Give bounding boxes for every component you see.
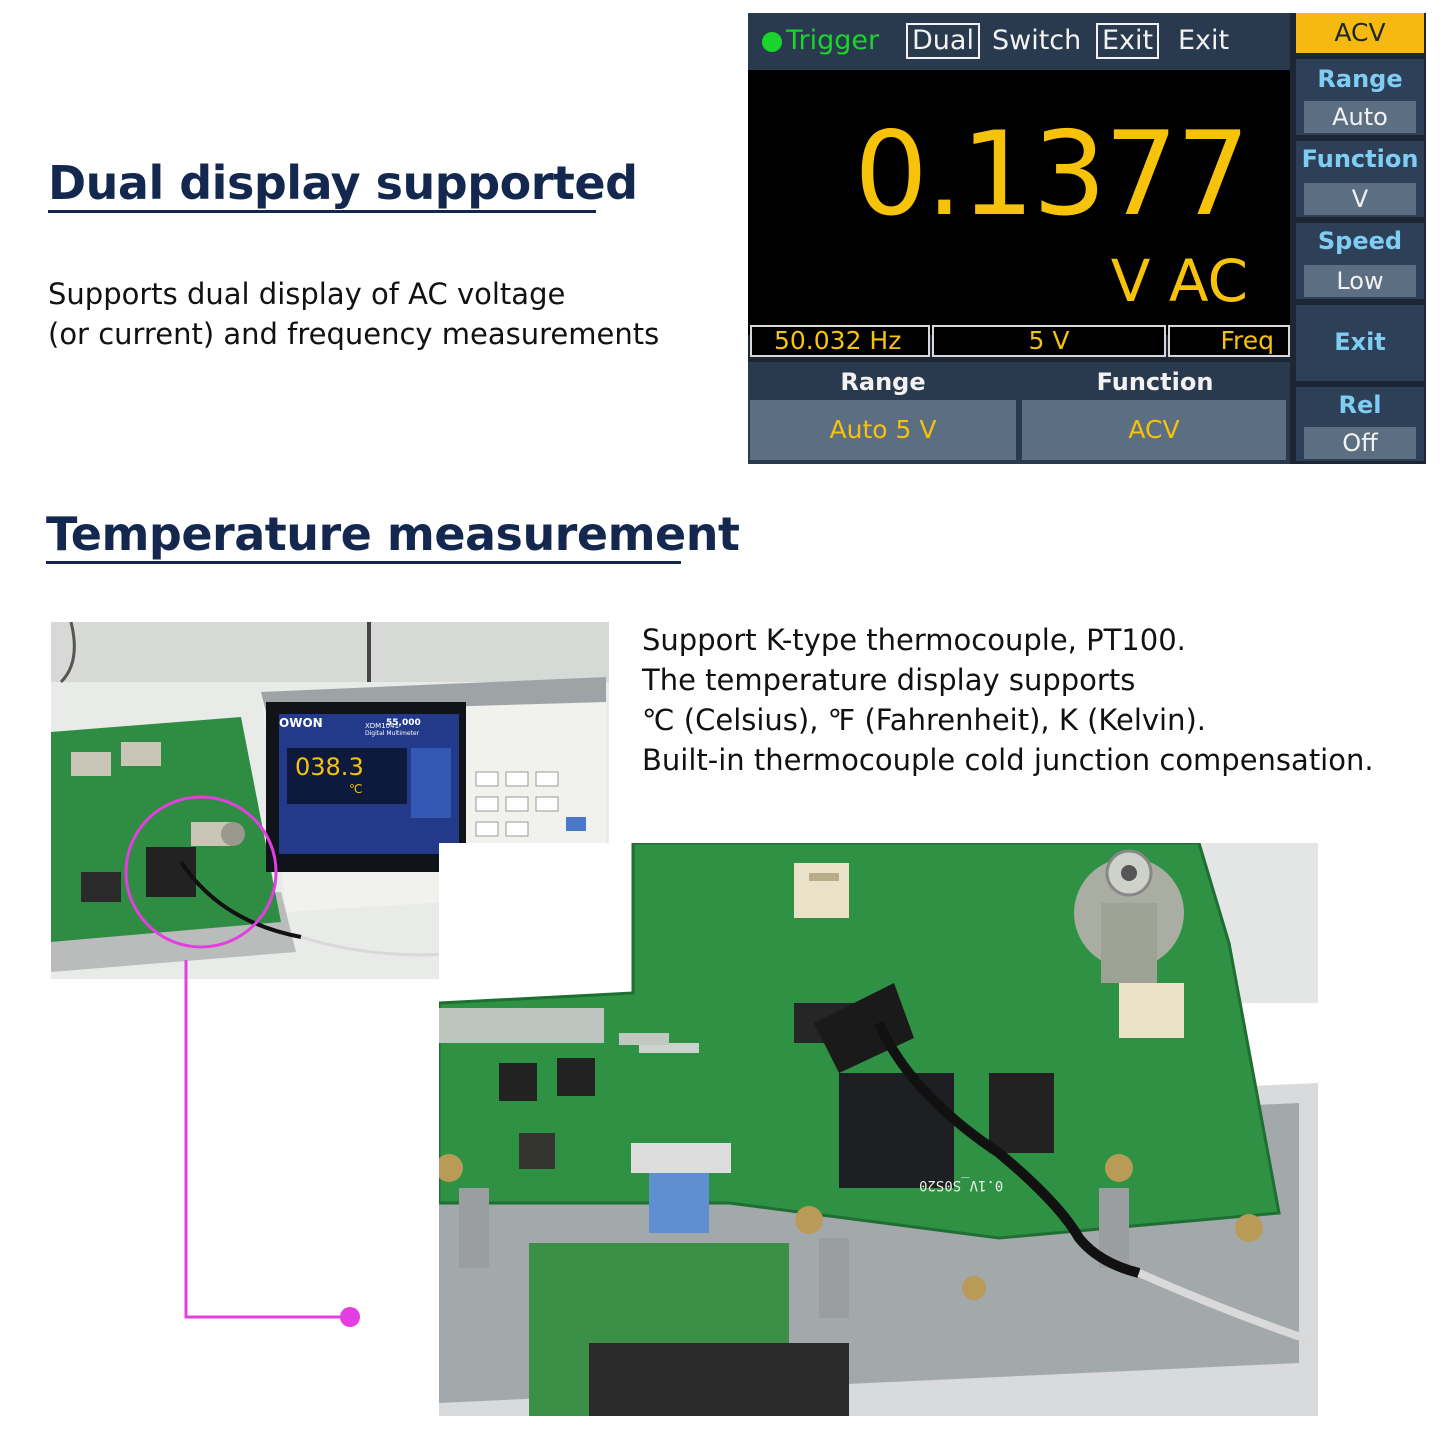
softkey-label: Exit [1334, 328, 1386, 356]
section-title-dual-display: Dual display supported [48, 156, 638, 210]
photo-board-closeup: 0.1V_S0S20 [439, 843, 1318, 1416]
range-label: Range [840, 368, 926, 396]
bottom-info-panel: Range Function Auto 5 V ACV [748, 362, 1290, 464]
description-line: ℃ (Celsius), ℉ (Fahrenheit), K (Kelvin). [642, 703, 1207, 737]
trigger-status: Trigger [786, 25, 880, 56]
description-line: Supports dual display of AC voltage [48, 277, 566, 311]
section-title-temperature: Temperature measurement [46, 507, 740, 561]
softkey-label: Range [1317, 65, 1403, 93]
description-line: (or current) and frequency measurements [48, 317, 660, 351]
softkey-rel[interactable]: Rel Off [1296, 387, 1424, 461]
multimeter-screen: Trigger Dual Switch Exit Exit 0.1377 V A… [748, 13, 1426, 464]
softkey-exit[interactable]: Exit [1296, 305, 1424, 381]
softkey-label: Speed [1317, 227, 1403, 255]
secondary-mode: Freq [1168, 325, 1290, 357]
meter-counts-label: 55,000 [386, 718, 421, 728]
board-marking: 0.1V_S0S20 [919, 1177, 1004, 1193]
main-reading: 0.1377 [854, 107, 1250, 242]
meter-brand-logo: OWON [279, 716, 323, 730]
dual-key-label: Dual [906, 23, 980, 59]
softkey-column: ACV Range Auto Function V Speed Low Exit… [1296, 13, 1426, 464]
description-line: Built-in thermocouple cold junction comp… [642, 743, 1374, 777]
secondary-frequency: 50.032 Hz [750, 325, 930, 357]
dual-key-text: Switch [992, 25, 1082, 56]
trigger-indicator-icon [762, 32, 782, 52]
softkey-range[interactable]: Range Auto [1296, 59, 1424, 135]
meter-model-label: XDM1041 [365, 722, 400, 730]
section-description-dual-display: Supports dual display of AC voltage (or … [48, 274, 659, 354]
softkey-label: Function [1301, 145, 1419, 173]
secondary-range: 5 V [932, 325, 1166, 357]
title-underline [46, 561, 681, 564]
screen-top-bar: Trigger Dual Switch Exit Exit [748, 13, 1290, 70]
softkey-function[interactable]: Function V [1296, 141, 1424, 217]
meter-subtitle-label: Digital Multimeter [365, 730, 420, 737]
range-value: Auto 5 V [750, 400, 1016, 460]
section-description-temperature: Support K-type thermocouple, PT100. The … [642, 620, 1374, 780]
mode-badge: ACV [1296, 13, 1424, 53]
title-underline [48, 210, 596, 213]
exit-key-label: Exit [1096, 23, 1160, 59]
primary-display: 0.1377 V AC [748, 70, 1290, 335]
callout-connector [184, 960, 360, 1327]
softkey-value: Auto [1304, 101, 1416, 133]
reading-unit: V AC [1110, 247, 1248, 315]
description-line: Support K-type thermocouple, PT100. [642, 623, 1186, 657]
softkey-value: V [1304, 183, 1416, 215]
description-line: The temperature display supports [642, 663, 1136, 697]
softkey-value: Off [1304, 427, 1416, 459]
softkey-speed[interactable]: Speed Low [1296, 223, 1424, 299]
function-label: Function [1096, 368, 1214, 396]
meter-temperature-unit: ℃ [349, 782, 363, 796]
softkey-value: Low [1304, 265, 1416, 297]
exit-key-text: Exit [1178, 25, 1230, 56]
meter-temperature-reading: 038.3 [295, 753, 364, 781]
softkey-label: Rel [1338, 391, 1382, 419]
function-value: ACV [1022, 400, 1286, 460]
